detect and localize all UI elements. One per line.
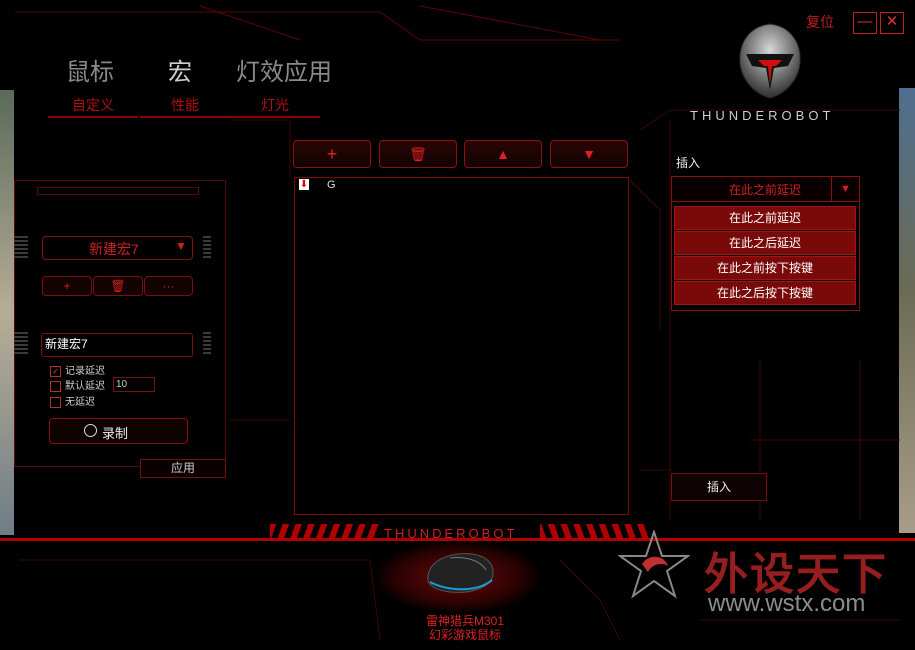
tab-performance[interactable]: 性能 [140, 94, 230, 118]
move-up-button[interactable]: ▲ [464, 140, 542, 168]
ticks-decoration [203, 332, 211, 354]
default-delay-label: 默认延迟 [65, 381, 105, 392]
brand-logo-text: THUNDEROBOT [690, 108, 835, 123]
ticks-decoration [203, 236, 211, 258]
watermark-url: www.wstx.com [708, 590, 866, 617]
checkbox-icon [50, 396, 61, 408]
add-action-button[interactable]: + [293, 140, 371, 168]
record-delay-checkbox[interactable]: ✓ 记录延迟 [50, 365, 105, 378]
ticks-decoration [14, 236, 28, 258]
list-item-label: G [327, 179, 336, 191]
insert-type-select[interactable]: 在此之前延迟 ▼ [671, 176, 860, 202]
more-options-button[interactable]: ··· [144, 276, 193, 296]
move-down-button[interactable]: ▼ [550, 140, 628, 168]
key-down-icon: ⬇ [299, 179, 309, 190]
product-name-line1: 雷神猎兵M301 [425, 614, 505, 628]
close-button[interactable]: ✕ [880, 12, 904, 34]
insert-title: 插入 [676, 156, 701, 170]
bottom-brand-text: THUNDEROBOT [384, 526, 518, 541]
record-label: 录制 [102, 426, 129, 441]
delete-action-button[interactable]: 🗑 [379, 140, 457, 168]
watermark-text: 外设天下 [704, 550, 888, 599]
background-image-left [0, 90, 14, 535]
record-button[interactable]: 录制 [49, 418, 188, 444]
product-name-line2: 幻彩游戏鼠标 [428, 628, 501, 642]
chevron-down-icon[interactable]: ▼ [831, 177, 859, 201]
bottom-stripe-left [270, 524, 380, 538]
nav-lighting-apps[interactable]: 灯效应用 [236, 59, 332, 86]
insert-type-value: 在此之前延迟 [729, 183, 802, 197]
minimize-button[interactable]: — [853, 12, 877, 34]
list-item[interactable]: ⬇ G [299, 179, 499, 193]
checkbox-icon [50, 380, 61, 392]
macro-name-field[interactable]: 新建宏7 [41, 333, 193, 357]
dropdown-option-delay-after[interactable]: 在此之后延迟 [674, 231, 856, 255]
apply-button[interactable]: 应用 [140, 459, 226, 478]
thunderobot-helmet-logo-icon [739, 23, 801, 99]
reset-button[interactable]: 复位 [806, 14, 834, 30]
macro-select-value: 新建宏7 [89, 241, 139, 257]
record-circle-icon [84, 424, 97, 437]
macro-settings-panel [14, 180, 226, 467]
bottom-stripe-right [540, 524, 650, 538]
default-delay-checkbox[interactable]: 默认延迟 [50, 380, 105, 393]
default-delay-input[interactable]: 10 [113, 377, 155, 392]
macro-action-list[interactable]: ⬇ G [294, 177, 629, 515]
dropdown-option-key-after[interactable]: 在此之后按下按键 [674, 281, 856, 305]
no-delay-checkbox[interactable]: 无延迟 [50, 396, 95, 409]
tab-custom[interactable]: 自定义 [48, 94, 138, 118]
nav-macro[interactable]: 宏 [168, 59, 192, 86]
dropdown-option-key-before[interactable]: 在此之前按下按键 [674, 256, 856, 280]
insert-button[interactable]: 插入 [671, 473, 767, 501]
panel-header-decoration [37, 187, 199, 195]
bottom-red-line [0, 538, 915, 541]
macro-name-value: 新建宏7 [45, 337, 88, 351]
mouse-product-icon [427, 553, 494, 593]
dropdown-option-delay-before[interactable]: 在此之前延迟 [674, 206, 856, 230]
macro-select[interactable]: 新建宏7 ▼ [42, 236, 193, 260]
add-macro-button[interactable]: + [42, 276, 92, 296]
delete-macro-button[interactable]: 🗑 [93, 276, 143, 296]
no-delay-label: 无延迟 [65, 397, 95, 408]
chevron-down-icon: ▼ [175, 239, 187, 253]
watermark-star-logo-icon [618, 530, 690, 599]
checkbox-checked-icon: ✓ [50, 365, 61, 377]
record-delay-label: 记录延迟 [65, 366, 105, 377]
nav-mouse[interactable]: 鼠标 [66, 59, 114, 86]
ticks-decoration [14, 332, 28, 354]
tab-lighting[interactable]: 灯光 [230, 94, 320, 118]
background-image-right [899, 88, 915, 533]
